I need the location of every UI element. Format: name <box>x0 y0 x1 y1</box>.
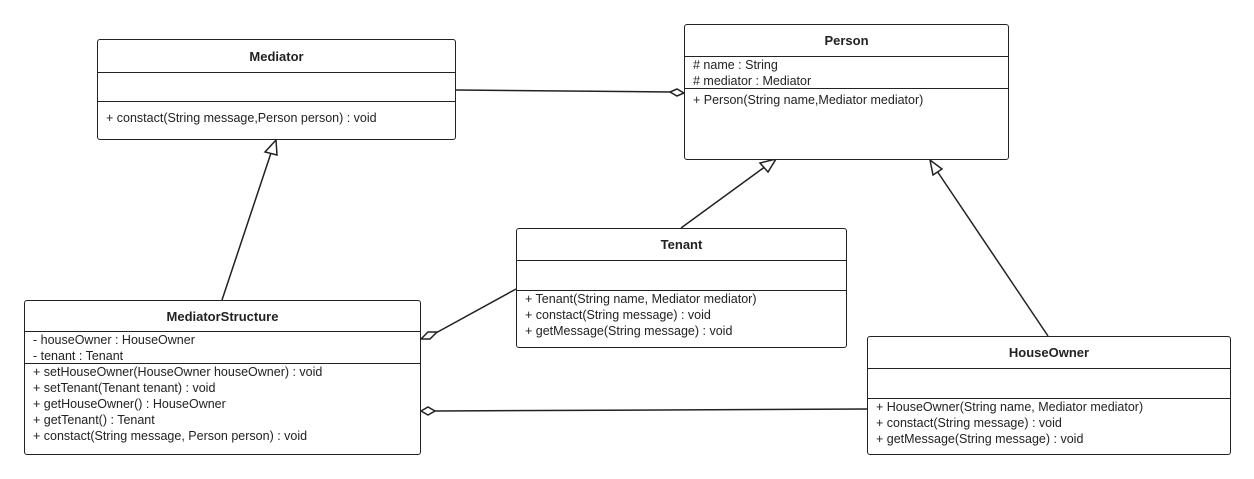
class-operation: + Person(String name,Mediator mediator) <box>693 93 924 107</box>
class-operation: + getMessage(String message) : void <box>525 324 733 338</box>
class-tenant-operations: + Tenant(String name, Mediator mediator)… <box>517 291 846 340</box>
mediatorstructure-tenant-aggregation-diamond <box>419 331 439 340</box>
class-attribute: - tenant : Tenant <box>33 349 124 363</box>
mediator-person-association-line <box>455 89 671 93</box>
class-mediator[interactable]: Mediator + constact(String message,Perso… <box>97 39 456 140</box>
class-operation: + getHouseOwner() : HouseOwner <box>33 397 226 411</box>
class-operation: + getTenant() : Tenant <box>33 413 155 427</box>
class-tenant[interactable]: Tenant + Tenant(String name, Mediator me… <box>516 228 847 348</box>
class-houseowner-operations: + HouseOwner(String name, Mediator media… <box>868 399 1230 448</box>
class-operation: + setTenant(Tenant tenant) : void <box>33 381 216 395</box>
mediatorstructure-mediator-generalization-line <box>221 152 272 301</box>
tenant-mediatorstructure-aggregation-line <box>433 288 517 335</box>
person-tenant-generalization-arrowhead <box>758 157 778 174</box>
class-operation: + constact(String message) : void <box>876 416 1062 430</box>
mediator-generalization-arrowhead <box>263 138 278 156</box>
class-operation: + setHouseOwner(HouseOwner houseOwner) :… <box>33 365 323 379</box>
class-operation: + getMessage(String message) : void <box>876 432 1084 446</box>
class-tenant-name: Tenant <box>517 229 846 261</box>
houseowner-person-generalization-line <box>936 170 1049 337</box>
class-person-name: Person <box>685 25 1008 57</box>
class-mediatorstructure-operations: + setHouseOwner(HouseOwner houseOwner) :… <box>25 364 420 445</box>
class-mediator-operations: + constact(String message,Person person)… <box>98 102 455 127</box>
houseowner-mediatorstructure-aggregation-line <box>434 408 868 412</box>
class-person-operations: + Person(String name,Mediator mediator) <box>685 89 1008 109</box>
class-houseowner[interactable]: HouseOwner + HouseOwner(String name, Med… <box>867 336 1231 455</box>
class-mediatorstructure[interactable]: MediatorStructure - houseOwner : HouseOw… <box>24 300 421 455</box>
tenant-person-generalization-line <box>680 165 767 229</box>
class-mediatorstructure-name: MediatorStructure <box>25 301 420 332</box>
person-houseowner-generalization-arrowhead <box>928 158 944 177</box>
class-houseowner-name: HouseOwner <box>868 337 1230 369</box>
class-operation: + constact(String message) : void <box>525 308 711 322</box>
class-operation: + HouseOwner(String name, Mediator media… <box>876 400 1144 414</box>
person-aggregation-diamond <box>668 88 686 97</box>
class-attribute: - houseOwner : HouseOwner <box>33 333 195 347</box>
class-tenant-attributes <box>517 261 846 291</box>
class-mediator-name: Mediator <box>98 40 455 73</box>
class-attribute: # mediator : Mediator <box>693 74 812 88</box>
class-person-attributes: # name : String # mediator : Mediator <box>685 57 1008 89</box>
class-operation: + Tenant(String name, Mediator mediator) <box>525 292 757 306</box>
class-operation: + constact(String message,Person person)… <box>106 111 377 125</box>
class-houseowner-attributes <box>868 369 1230 399</box>
class-attribute: # name : String <box>693 58 778 72</box>
class-mediatorstructure-attributes: - houseOwner : HouseOwner - tenant : Tena… <box>25 332 420 364</box>
class-person[interactable]: Person # name : String # mediator : Media… <box>684 24 1009 160</box>
class-operation: + constact(String message, Person person… <box>33 429 308 443</box>
class-mediator-attributes <box>98 73 455 102</box>
mediatorstructure-houseowner-aggregation-diamond <box>419 406 437 416</box>
